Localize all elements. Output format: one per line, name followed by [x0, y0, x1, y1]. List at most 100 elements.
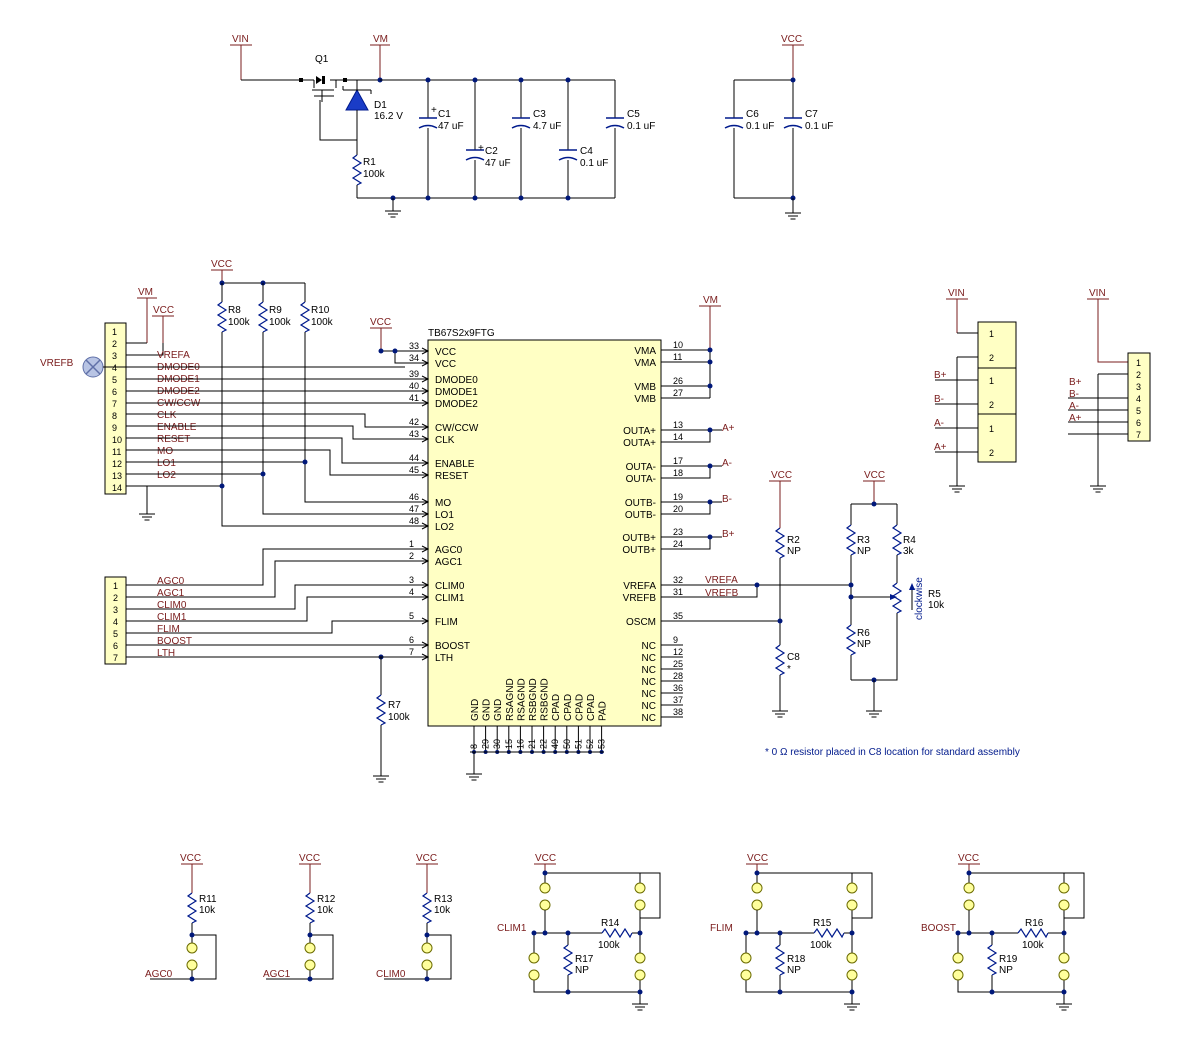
r2-value: NP	[787, 546, 801, 557]
terminal-net-label: A+	[934, 442, 947, 453]
ic-left-pin-name: VCC	[435, 347, 456, 358]
r16-value: 100k	[1022, 940, 1045, 951]
terminal-pin-num: 2	[989, 353, 994, 363]
ic-bottom-pin-num: 50	[562, 739, 572, 749]
ic-bottom-pin-name: CPAD	[586, 694, 597, 721]
ic-left-pin-num: 7	[409, 647, 414, 657]
hdr14-net-label: MO	[157, 446, 173, 457]
hdr7-net-label: AGC0	[157, 576, 185, 587]
ic-right-pin-name: OUTB-	[625, 510, 656, 521]
boost-jumper: VCC BOOST R16 100k R19 NP	[921, 853, 1085, 1011]
ic-left-pin-name: DMODE0	[435, 375, 478, 386]
ic-left-pin-num: 6	[409, 635, 414, 645]
ic-right-pin-name: OUTB-	[625, 498, 656, 509]
r1-label: R1	[363, 157, 376, 168]
pullup-vcc-label: VCC	[211, 259, 232, 270]
r4-value: 3k	[903, 546, 915, 557]
ic-pin-arrow	[421, 498, 430, 506]
ic-right-pin-name: VREFA	[623, 581, 656, 592]
ic-right-pin-num: 17	[673, 456, 683, 466]
ic-right-pin-num: 35	[673, 611, 683, 621]
r3-label: R3	[857, 535, 870, 546]
ic-bottom-pin-name: CPAD	[574, 694, 585, 721]
ic-right-pin-name: VREFB	[623, 593, 657, 604]
mo-lo-pullups: VCC R8 100k R9 100k R10 100k	[211, 259, 405, 527]
flim-vcc-label: VCC	[747, 853, 768, 864]
vm-top-label: VM	[373, 34, 388, 45]
ic-bottom-pin-num: 53	[597, 739, 607, 749]
terminal-net-label: A-	[934, 418, 944, 429]
ic-output-nets: A+ A- B- B+	[683, 423, 735, 550]
c8-label: C8	[787, 652, 800, 663]
hdr7-pin-num: 4	[113, 617, 118, 627]
hdr7-net-label: CLIM1	[157, 612, 187, 623]
power-input-section: VIN Q1 D1 16.2 V R1 100k VM + C1 47 uF	[230, 34, 655, 218]
r11-value: 10k	[199, 905, 216, 916]
ic-vcc-label: VCC	[370, 317, 391, 328]
ic-right-pin-num: 25	[673, 659, 683, 669]
agc0-jumper: VCC R11 10k AGC0	[145, 853, 217, 982]
hdr7r-pin-num: 1	[1136, 358, 1141, 368]
hdr14-pin-num: 1	[112, 327, 117, 337]
r7-value: 100k	[388, 712, 411, 723]
hdr7-pin-num: 6	[113, 641, 118, 651]
hdr7-net-label: BOOST	[157, 636, 192, 647]
ic-bottom-pin-name: RSBGND	[528, 678, 539, 721]
r10-label: R10	[311, 305, 330, 316]
hdr7-pin-num: 5	[113, 629, 118, 639]
terminal-pin-num: 1	[989, 329, 994, 339]
ic-right-pin-num: 19	[673, 492, 683, 502]
ic-right-pin-num: 20	[673, 504, 683, 514]
r12-vcc-label: VCC	[299, 853, 320, 864]
ic-left-pin-name: LO1	[435, 510, 454, 521]
ic-left-pin-num: 3	[409, 575, 414, 585]
r13-label: R13	[434, 894, 453, 905]
ic-bottom-pin-name: GND	[482, 699, 493, 721]
ic-right-pin-name: OUTA+	[623, 438, 656, 449]
ic-bottom-pin-name: RSAGND	[505, 678, 516, 721]
c4-label: C4	[580, 146, 593, 157]
hdr14-vcc-label: VCC	[153, 305, 174, 316]
net-out-am: A-	[722, 458, 732, 469]
vrefb-testpoint-label: VREFB	[40, 358, 74, 369]
ic-left-pin-name: FLIM	[435, 617, 458, 628]
terminal-pin-num: 1	[989, 376, 994, 386]
ic-right-pin-num: 38	[673, 707, 683, 717]
ic-bottom-pin-num: 15	[504, 739, 514, 749]
ic-bottom-pin-name: CPAD	[563, 694, 574, 721]
r8-label: R8	[228, 305, 241, 316]
ic-left-pin-num: 39	[409, 369, 419, 379]
r3-value: NP	[857, 546, 871, 557]
vin-label: VIN	[232, 34, 249, 45]
hdr14-pin-num: 3	[112, 351, 117, 361]
hdr7-net-label: AGC1	[157, 588, 185, 599]
ic-right-pin-num: 28	[673, 671, 683, 681]
r18-value: NP	[787, 965, 801, 976]
hdr14-pin-num: 5	[112, 375, 117, 385]
hdr14-pin-num: 2	[112, 339, 117, 349]
ic-bottom-pin-num: 30	[492, 739, 502, 749]
ic-left-pin-name: ENABLE	[435, 459, 475, 470]
ic-bottom-pin-num: 8	[469, 744, 479, 749]
ic-right-pin-name: OUTB+	[622, 545, 656, 556]
ic-left-pin-name: CLIM0	[435, 581, 465, 592]
ic-bottom-pin-num: 52	[585, 739, 595, 749]
hdr7-net-label: CLIM0	[157, 600, 187, 611]
flim-net-label: FLIM	[710, 923, 733, 934]
ic-right-pin-num: 12	[673, 647, 683, 657]
ic-right-pin-name: NC	[642, 689, 656, 700]
hdr14-body	[104, 322, 127, 495]
ic-left-pin-name: DMODE2	[435, 399, 478, 410]
ic-right-pin-name: NC	[642, 665, 656, 676]
ic-pin-arrow	[421, 399, 430, 407]
ic-left-pin-name: CLIM1	[435, 593, 465, 604]
ic-left-pin-num: 47	[409, 504, 419, 514]
ic-left-pin-num: 46	[409, 492, 419, 502]
c6-label: C6	[746, 109, 759, 120]
r6-label: R6	[857, 628, 870, 639]
ic-left-pin-num: 5	[409, 611, 414, 621]
clim0-net-label: CLIM0	[376, 969, 406, 980]
